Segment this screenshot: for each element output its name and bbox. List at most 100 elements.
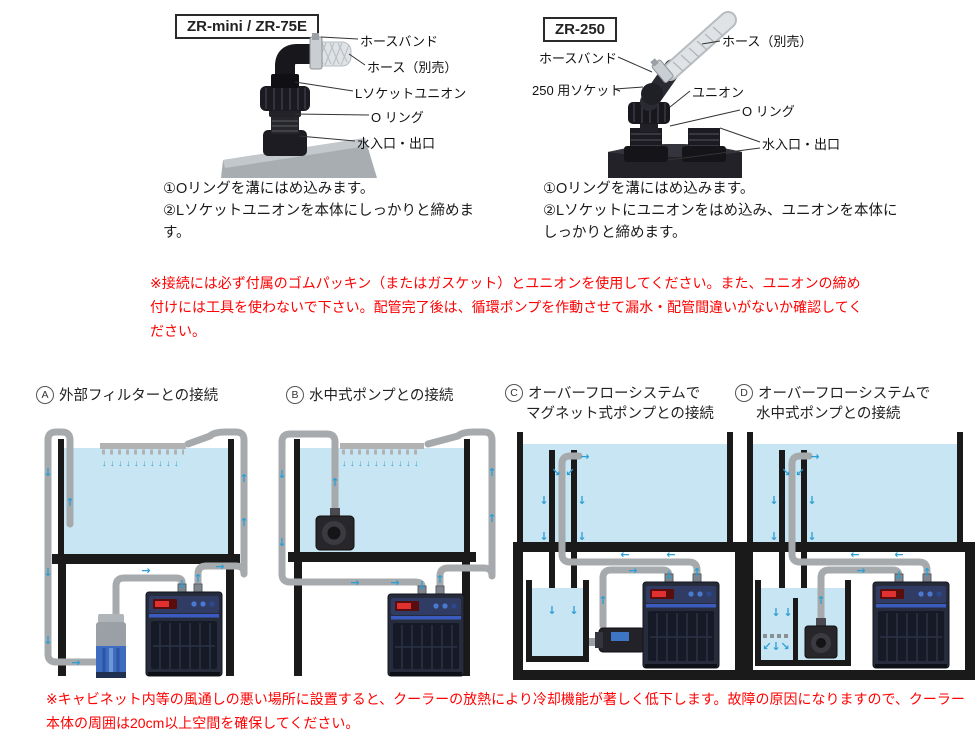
diagram-c-title-text: オーバーフローシステムで: [528, 386, 701, 402]
flow-arrow-down: ↓: [664, 569, 673, 582]
external-filter: [96, 614, 126, 678]
diagram-d-title-text-2: 水中式ポンプとの接続: [756, 405, 901, 422]
stand-leg: [58, 564, 66, 676]
steps-right: ①Oリングを溝にはめ込みます。 ②Lソケットにユニオンをはめ込み、ユニオンを本体…: [543, 179, 905, 244]
stand-leg: [462, 562, 470, 676]
flow-arrow-down: ↓: [539, 530, 548, 543]
flow-arrow-right: →: [628, 564, 637, 577]
leader-line: [320, 36, 359, 40]
diagram-a-external-filter: ↓↓↓↓↓↓↓↓↓↓ ↓↓↓→↑→↓↑→↑↑: [43, 428, 249, 678]
leader-line: [669, 109, 741, 127]
diagram-d-title-text: オーバーフローシステムで: [758, 386, 931, 402]
product-photo-zr-250: [608, 11, 761, 178]
stand-leg: [226, 564, 234, 676]
callout-o-ring: O リング: [742, 104, 795, 119]
diagram-b-title-text: 水中式ポンプとの接続: [309, 388, 454, 404]
tank-water: [753, 444, 957, 542]
flow-arrow-up: ↑: [239, 472, 248, 485]
flow-arrow-up: ↑: [239, 516, 248, 529]
flow-arrow-dl: ↙: [565, 466, 574, 479]
ventilation-warning-text: ※キャビネット内等の風通しの悪い場所に設置すると、クーラーの放熱により冷却機能が…: [46, 691, 965, 731]
leader-line: [669, 90, 691, 108]
callout-water-port: 水入口・出口: [762, 137, 841, 152]
sump-wall: [845, 580, 851, 666]
sump-floor: [755, 660, 851, 666]
flow-arrow-right: →: [856, 564, 865, 577]
flow-arrow-down: ↓: [539, 494, 548, 507]
flow-arrow-down: ↓: [769, 494, 778, 507]
flow-arrow-down: ↓: [807, 530, 816, 543]
flow-arrow-up: ↑: [487, 466, 496, 479]
chiller-unit: [872, 581, 950, 669]
diagram-a-letter: A: [36, 386, 54, 404]
sump-wall: [755, 580, 761, 666]
flow-arrow-up: ↑: [816, 594, 825, 607]
step-2: ②Lソケットユニオンを本体にしっかりと締めます。: [163, 202, 475, 241]
flow-arrow-dr: ↘: [551, 466, 560, 479]
callout-hose: ホース（別売）: [722, 34, 813, 49]
hose-clamp: [309, 33, 323, 70]
flow-arrow-right: →: [580, 450, 589, 463]
callout-hose-band: ホースバンド: [360, 34, 439, 49]
callout-water-port: 水入口・出口: [357, 136, 436, 151]
leader-line: [617, 56, 653, 73]
callout-hose: ホース（別売）: [367, 60, 458, 75]
leader-line: [701, 40, 721, 45]
spray-arrows: ↓↓↓↓↓↓↓↓↓↓: [102, 458, 182, 468]
flow-arrow-dr: ↘: [780, 640, 789, 653]
water-port-left: [624, 128, 668, 162]
flow-arrow-down: ↓: [771, 606, 780, 619]
flow-arrow-up: ↑: [435, 573, 444, 586]
l-socket-elbow: [271, 44, 315, 88]
return-pipe: [788, 452, 931, 582]
diagram-a-title-text: 外部フィルターとの接続: [59, 388, 219, 404]
flow-arrow-right: →: [141, 564, 150, 577]
pump-feed-pipe: [278, 430, 426, 596]
cabinet-top: [513, 542, 745, 552]
intake-pipe: [44, 428, 100, 666]
return-pipe: [184, 428, 248, 592]
flow-arrow-down: ↓: [43, 566, 52, 579]
flow-arrow-up: ↑: [330, 476, 339, 489]
spray-arrows: ↓↓↓↓↓↓↓↓↓↓: [342, 458, 422, 468]
water-port-right: [682, 128, 726, 162]
flow-arrow-down: ↓: [769, 530, 778, 543]
flow-arrow-up: ↑: [487, 512, 496, 525]
flow-arrow-up: ↑: [598, 594, 607, 607]
flow-arrow-left: ←: [894, 548, 903, 561]
piping-warning-text: ※接続には必ず付属のゴムパッキン（またはガスケット）とユニオンを使用してください…: [150, 275, 863, 339]
diagram-d-overflow-submersible-pump: ↘↙↓↓↓↓↓↓→←←↑→↓↑↙↓↘: [743, 432, 975, 680]
spray-bar: [340, 443, 424, 449]
diagram-c-title-text-2: マグネット式ポンプとの接続: [526, 405, 714, 422]
callout-union: ユニオン: [692, 85, 745, 100]
tank-wall-left: [58, 439, 64, 554]
flow-arrow-right: →: [390, 576, 399, 589]
flow-arrow-down: ↓: [43, 466, 52, 479]
stand-top: [52, 554, 240, 564]
sump-partition: [793, 598, 798, 660]
sump-wall: [583, 580, 589, 662]
leader-line: [298, 135, 356, 142]
submersible-pump: [315, 508, 355, 551]
filter-out-pipe: [112, 574, 186, 620]
tank-wall-left: [517, 432, 523, 544]
leader-line: [614, 86, 644, 90]
leader-line: [667, 147, 761, 161]
flow-arrow-down: ↓: [771, 640, 780, 653]
chiller-unit: [145, 591, 223, 677]
return-pipe: [558, 452, 701, 582]
diagram-a-title: A 外部フィルターとの接続: [36, 386, 218, 407]
flow-arrow-down: ↓: [277, 536, 286, 549]
callout-socket-250: 250 用ソケット: [532, 83, 623, 98]
flow-arrow-up: ↑: [692, 566, 701, 579]
cabinet-wall-left: [513, 542, 523, 680]
overflow-pipe: [779, 450, 785, 600]
stand-top: [288, 552, 476, 562]
leader-line: [294, 81, 354, 92]
flow-arrow-down: ↓: [417, 579, 426, 592]
flow-arrow-right: →: [71, 656, 80, 669]
flow-arrow-down: ↓: [577, 530, 586, 543]
